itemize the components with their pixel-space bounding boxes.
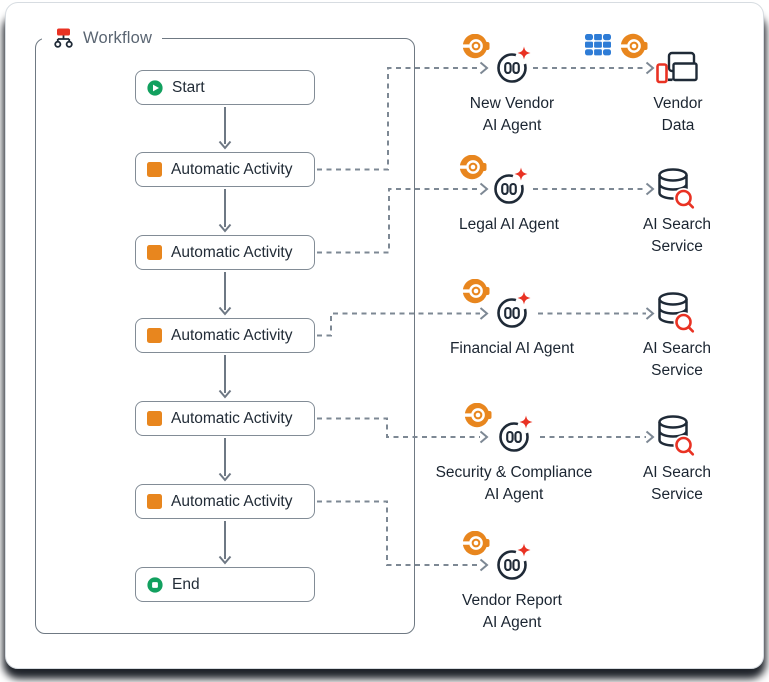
sparkle-icon <box>517 46 531 60</box>
play-circle-icon <box>147 79 163 96</box>
stop-circle-icon <box>147 576 163 593</box>
node-label: Automatic Activity <box>171 492 293 510</box>
database-search-icon <box>658 415 695 456</box>
sitemap-icon <box>54 28 73 48</box>
sparkle-icon <box>519 415 533 429</box>
node-automatic-activity-4: Automatic Activity <box>135 401 315 436</box>
copilot-badge-icon <box>461 279 490 304</box>
node-label: End <box>172 575 200 593</box>
ai-agent-icon-financial <box>461 279 531 328</box>
ai-agent-face-icon <box>494 171 527 204</box>
label-legal-ai-agent: Legal AI Agent <box>459 216 559 233</box>
ai-agent-icon-security-compliance <box>463 403 533 452</box>
orange-square-icon <box>147 494 162 509</box>
orange-square-icon <box>147 245 162 260</box>
copilot-badge-icon <box>458 155 487 180</box>
ai-agent-icon-legal <box>458 155 528 204</box>
node-automatic-activity-3: Automatic Activity <box>135 318 315 353</box>
node-automatic-activity-5: Automatic Activity <box>135 484 315 519</box>
node-label: Start <box>172 78 205 96</box>
sparkle-icon <box>517 543 531 557</box>
sparkle-icon <box>517 291 531 305</box>
node-label: Automatic Activity <box>171 243 293 261</box>
copilot-badge-icon <box>619 33 648 59</box>
node-automatic-activity-1: Automatic Activity <box>135 152 315 187</box>
node-label: Automatic Activity <box>171 409 293 427</box>
devices-icon <box>656 51 698 84</box>
orange-square-icon <box>147 328 162 343</box>
workflow-title: Workflow <box>83 28 153 47</box>
orange-square-icon <box>147 162 162 177</box>
label-financial-ai-agent: Financial AI Agent <box>449 340 575 357</box>
node-start: Start <box>135 70 315 105</box>
ai-agent-icon-new-vendor <box>461 34 531 83</box>
database-search-icon <box>658 168 695 209</box>
sparkle-icon <box>514 167 528 181</box>
node-automatic-activity-2: Automatic Activity <box>135 235 315 270</box>
copilot-badge-icon <box>461 34 490 59</box>
node-label: Automatic Activity <box>171 326 293 344</box>
orange-square-icon <box>147 411 162 426</box>
copilot-badge-icon <box>463 403 492 428</box>
workflow-legend: Workflow <box>42 24 163 52</box>
ai-agent-icon-vendor-report <box>461 531 531 580</box>
copilot-badge-icon <box>461 531 490 556</box>
database-search-icon <box>658 292 695 333</box>
node-end: End <box>135 567 315 602</box>
node-label: Automatic Activity <box>171 160 293 178</box>
ai-agent-face-icon <box>499 419 532 452</box>
table-grid-icon <box>585 34 611 56</box>
ai-agent-face-icon <box>497 50 530 83</box>
